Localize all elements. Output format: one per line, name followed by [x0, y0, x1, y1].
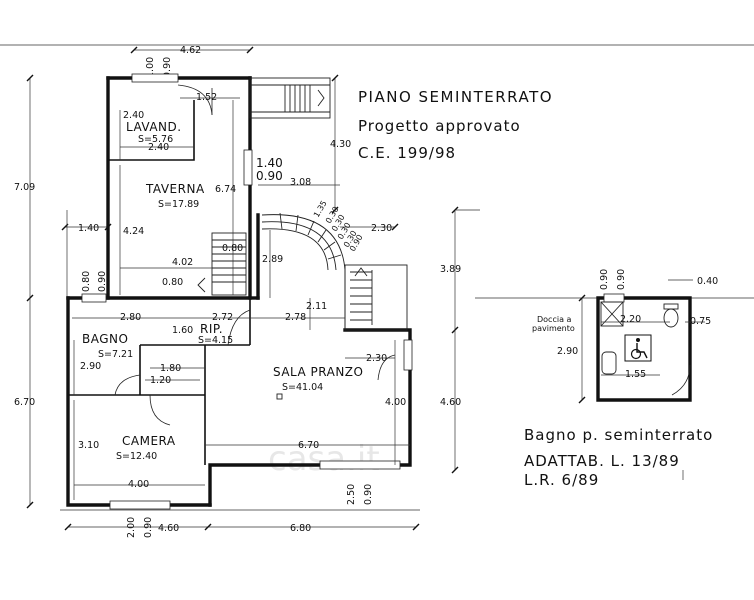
room-area-camera: S=12.40: [116, 451, 157, 462]
room-name-rip: RIP.: [200, 322, 223, 336]
bathroom-detail: 0.90 0.90 0.40 2.20 0.75 2.90 1.55 Docci…: [475, 269, 754, 404]
column-marker: [276, 393, 283, 400]
room-area-rip: S=4.15: [198, 335, 233, 346]
room-name-lavand: LAVAND.: [126, 120, 182, 134]
dim-left-1-40: 1.40: [78, 223, 99, 234]
dim-bottom-6-80: 6.80: [290, 523, 311, 534]
right-dimension-group: 4.30 3.89 4.60 2.30: [330, 74, 461, 474]
dim-rip-1-20: 1.20: [150, 375, 171, 386]
dim-taverna-6-74: 6.74: [215, 184, 236, 195]
top-dimension-group: 4.62 1.00 0.90: [130, 45, 254, 78]
dim-bagno-2-80: 2.80: [120, 312, 141, 323]
dim-rip-1-60: 1.60: [172, 325, 193, 336]
left-dimension-group: 7.09 6.70 1.40: [14, 74, 112, 509]
room-name-taverna: TAVERNA: [145, 182, 205, 196]
toilet: [663, 308, 679, 328]
dim-camera-4-00: 4.00: [128, 479, 149, 490]
watermark-text: casa.it: [268, 439, 380, 479]
dim-right-4-60: 4.60: [440, 397, 461, 408]
title-progetto-approvato: Progetto approvato: [358, 117, 521, 135]
windows: [81, 73, 413, 510]
dim-left-6-70: 6.70: [14, 397, 35, 408]
dim-top-0-90: 0.90: [162, 57, 173, 78]
dim-stair-0-80-b: 0.80: [162, 277, 183, 288]
dim-right-3-89: 3.89: [440, 264, 461, 275]
washbasin: [601, 351, 617, 375]
stair-arrow-icon: [317, 89, 325, 107]
dim-sala-2-89: 2.89: [262, 254, 283, 265]
stair-arrow-icon: [197, 277, 206, 293]
room-area-bagno: S=7.21: [98, 349, 133, 360]
dim-right-2-30-b: 2.30: [366, 353, 387, 364]
dim-taverna-4-02: 4.02: [172, 257, 193, 268]
dim-stair-0-80: 0.80: [222, 243, 243, 254]
room-area-lavand: S=5.76: [138, 134, 173, 145]
wheelchair-icon: [624, 334, 652, 362]
stair-arrow-icon: [354, 267, 368, 277]
dim-mid-0-90: 0.90: [97, 271, 108, 292]
dim-bath-0-75: 0.75: [690, 316, 711, 327]
dim-sala-2-11: 2.11: [306, 301, 327, 312]
taverna-stair: [197, 232, 247, 296]
dim-right-2-30-a: 2.30: [371, 223, 392, 234]
dim-window-0-90: 0.90: [256, 169, 283, 183]
bathroom-law-2: L.R. 6/89: [524, 471, 599, 489]
dim-bath-0-90-a: 0.90: [599, 269, 610, 290]
dim-bath-0-40: 0.40: [697, 276, 718, 287]
dim-bath-1-55: 1.55: [625, 369, 646, 380]
title-ce-number: C.E. 199/98: [358, 144, 456, 162]
dim-rip-1-80: 1.80: [160, 363, 181, 374]
dim-sala-6-70: 6.70: [298, 440, 319, 451]
dim-top-1-00: 1.00: [145, 57, 156, 78]
dim-rip-2-72: 2.72: [212, 312, 233, 323]
dim-window-2-50: 2.50: [346, 484, 357, 505]
room-name-bagno: BAGNO: [82, 332, 128, 346]
room-name-sala-pranzo: SALA PRANZO: [273, 365, 363, 379]
room-area-sala-pranzo: S=41.04: [282, 382, 323, 393]
dim-bath-0-90-b: 0.90: [616, 269, 627, 290]
dim-mid-0-80: 0.80: [81, 271, 92, 292]
dim-sala-2-78: 2.78: [285, 312, 306, 323]
dim-bath-2-90: 2.90: [557, 346, 578, 357]
bathroom-law-1: ADATTAB. L. 13/89: [524, 452, 680, 470]
bottom-dimension-group: 4.60 6.80 2.00 0.90: [60, 509, 420, 538]
dim-window-0-90-b: 0.90: [363, 484, 374, 505]
bathroom-title: Bagno p. seminterrato: [524, 426, 713, 444]
dim-lav-2-40-v: 2.40: [123, 110, 144, 121]
sala-stair: [350, 267, 373, 325]
doors: [114, 84, 396, 426]
dim-window-1-40: 1.40: [256, 156, 283, 170]
dim-taverna-4-24: 4.24: [123, 226, 144, 237]
dim-right-4-30: 4.30: [330, 139, 351, 150]
dim-lav-2-40-h: 2.40: [148, 142, 169, 153]
room-area-taverna: S=17.89: [158, 199, 199, 210]
dim-top-4-62: 4.62: [180, 45, 201, 56]
shower-tray: [600, 301, 624, 327]
interior-dimension-lines: [72, 97, 410, 500]
shower-label-line2: pavimento: [532, 324, 575, 333]
shower-label-line1: Doccia a: [537, 315, 572, 324]
dim-1-52: 1.52: [196, 92, 217, 103]
dim-bottom-2-00: 2.00: [126, 517, 137, 538]
dim-bottom-4-60: 4.60: [158, 523, 179, 534]
dim-bath-2-20: 2.20: [620, 314, 641, 325]
title-piano-seminterrato: PIANO SEMINTERRATO: [358, 88, 553, 106]
room-name-camera: CAMERA: [122, 434, 176, 448]
dim-bottom-0-90: 0.90: [143, 517, 154, 538]
dim-bagno-2-90: 2.90: [80, 361, 101, 372]
dim-camera-3-10: 3.10: [78, 440, 99, 451]
outer-stair: [249, 77, 331, 119]
dim-sala-4-00: 4.00: [385, 397, 406, 408]
spiral-stair: [261, 212, 346, 271]
dim-3-08: 3.08: [290, 177, 311, 188]
dim-left-7-09: 7.09: [14, 182, 35, 193]
